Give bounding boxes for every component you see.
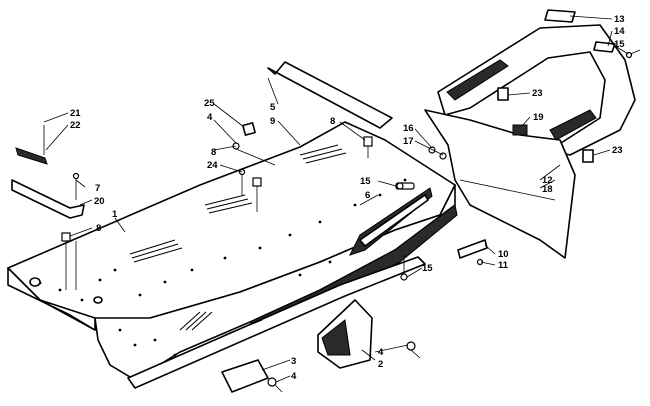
callout-23-top: 23 (532, 88, 543, 99)
spacer-8-mid (252, 177, 262, 187)
callout-14: 14 (614, 26, 625, 37)
callout-10: 10 (498, 249, 509, 260)
callout-4-right: 4 (378, 347, 384, 358)
bolt-15-mid (395, 182, 415, 190)
callout-8-mid: 8 (211, 147, 216, 158)
callout-17: 17 (403, 136, 414, 147)
callout-2: 2 (378, 359, 383, 370)
plate-10 (457, 239, 488, 259)
callout-12: 12 (542, 175, 553, 186)
nut-4-right (406, 341, 416, 351)
callout-13: 13 (614, 14, 625, 25)
callout-8-top: 8 (330, 116, 335, 127)
tunnel-assembly (7, 121, 458, 389)
callout-7: 7 (95, 183, 100, 194)
callout-15-lower: 15 (422, 263, 433, 274)
callout-18: 18 (542, 184, 553, 195)
callout-4-top: 4 (207, 112, 213, 123)
callout-24: 24 (207, 160, 218, 171)
spacer-8-left (61, 232, 71, 242)
nut-4-left (267, 377, 277, 387)
callout-25: 25 (204, 98, 215, 109)
callout-6: 6 (365, 190, 370, 201)
spacer-8-top (363, 136, 373, 147)
bracket-20 (11, 179, 85, 219)
rear-bumper-assembly (424, 9, 641, 259)
plate-3 (221, 359, 269, 393)
callout-9: 9 (270, 116, 275, 127)
bolt-15-lower (400, 273, 408, 281)
callout-23-right: 23 (612, 145, 623, 156)
callout-20: 20 (94, 196, 105, 207)
leader-lines (43, 15, 629, 383)
callout-5: 5 (270, 102, 276, 113)
bracket-22 (15, 147, 48, 165)
callout-16: 16 (403, 123, 414, 134)
callout-19: 19 (533, 112, 544, 123)
deck-texture (129, 144, 347, 336)
callout-15-top: 15 (614, 39, 625, 50)
callout-11: 11 (498, 260, 509, 271)
callout-8-left: 8 (96, 223, 101, 234)
callout-labels: 1 2 3 4 4 4 5 6 7 8 8 8 9 10 11 12 13 14… (70, 14, 625, 382)
callout-4-left: 4 (291, 371, 297, 382)
callout-22: 22 (70, 120, 81, 131)
callout-1: 1 (112, 209, 118, 220)
rear-cover-plate (267, 61, 393, 129)
callout-3: 3 (291, 356, 296, 367)
decal-25 (242, 122, 256, 136)
callout-15-mid: 15 (360, 176, 371, 187)
callout-21: 21 (70, 108, 81, 119)
